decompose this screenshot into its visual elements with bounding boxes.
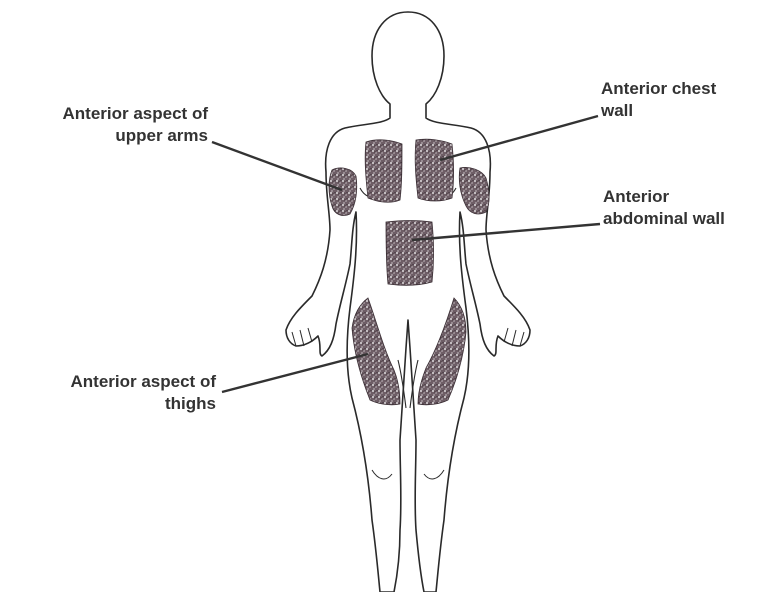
region-upper-arm-left xyxy=(329,168,357,216)
leader-thighs xyxy=(222,354,368,392)
label-upper-arms: Anterior aspect of upper arms xyxy=(8,103,208,147)
label-upper-arms-line2: upper arms xyxy=(8,125,208,147)
body-outline xyxy=(286,12,530,592)
label-chest-line1: Anterior chest xyxy=(601,78,716,100)
label-thighs-line1: Anterior aspect of xyxy=(20,371,216,393)
label-upper-arms-line1: Anterior aspect of xyxy=(8,103,208,125)
region-chest-left xyxy=(365,140,402,202)
label-abdominal-wall: Anterior abdominal wall xyxy=(603,186,725,230)
region-chest-right xyxy=(415,139,453,201)
label-thighs: Anterior aspect of thighs xyxy=(20,371,216,415)
label-chest-line2: wall xyxy=(601,100,716,122)
label-abdomen-line2: abdominal wall xyxy=(603,208,725,230)
leader-upper-arms xyxy=(212,142,342,190)
label-chest-wall: Anterior chest wall xyxy=(601,78,716,122)
label-thighs-line2: thighs xyxy=(20,393,216,415)
label-abdomen-line1: Anterior xyxy=(603,186,725,208)
region-abdomen xyxy=(386,221,434,286)
